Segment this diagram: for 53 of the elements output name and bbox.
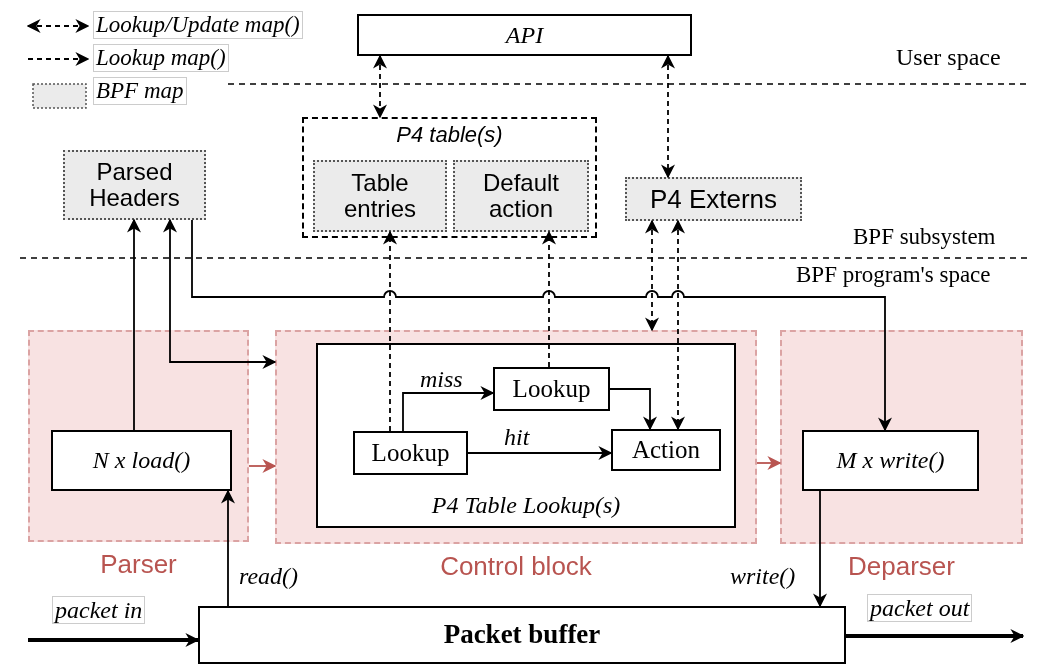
arrow	[373, 54, 387, 119]
arrow	[191, 219, 892, 432]
node-label: Action	[630, 436, 701, 464]
arrow	[542, 230, 556, 368]
node-label: Lookup	[511, 375, 592, 403]
stage-label: Parser	[99, 550, 178, 579]
node-label: Default action	[481, 169, 560, 223]
edge-label: packet out	[867, 594, 973, 623]
process-box	[493, 367, 610, 411]
group-title: P4 table(s)	[396, 123, 503, 148]
node-label: Table entries	[342, 169, 417, 223]
arrow	[163, 218, 277, 369]
arrow	[467, 446, 613, 460]
region-label: BPF program's space	[796, 262, 991, 288]
node-label: M x write()	[835, 447, 946, 474]
node-label: Packet buffer	[442, 620, 602, 650]
node-label: API	[503, 21, 545, 49]
legend-label: Lookup map()	[93, 44, 229, 73]
region-label: BPF subsystem	[853, 224, 996, 250]
arrow	[248, 459, 277, 473]
node-label: P4 Externs	[648, 184, 779, 214]
node-label: N x load()	[91, 447, 192, 474]
arrow	[645, 219, 659, 332]
edge-label: packet in	[52, 596, 146, 625]
region-label: User space	[896, 44, 1001, 71]
bpf-map-box	[63, 150, 206, 220]
lookup-container-box	[316, 343, 736, 528]
buffer-box	[198, 606, 846, 664]
arrow	[402, 386, 495, 432]
arrow	[28, 633, 200, 647]
process-box	[353, 431, 468, 475]
group-title: P4 Table Lookup(s)	[431, 491, 621, 518]
arrow	[756, 456, 782, 470]
table-group-box	[302, 117, 597, 238]
process-box	[611, 429, 721, 471]
bpf-map-box	[625, 177, 802, 221]
bpf-map-box	[453, 160, 589, 232]
arrow	[221, 489, 235, 607]
legend-label: BPF map	[93, 77, 187, 106]
arrow	[609, 388, 657, 431]
arrow	[671, 219, 685, 431]
api-box	[357, 14, 692, 56]
bpf-map-box	[313, 160, 447, 232]
arrow	[127, 218, 141, 431]
node-label: Lookup	[370, 439, 451, 467]
arrow	[846, 629, 1025, 643]
process-box	[51, 430, 232, 491]
legend-label: Lookup/Update map()	[93, 11, 303, 40]
arrow	[813, 490, 827, 608]
arrow	[383, 230, 397, 432]
node-label: Parsed Headers	[88, 158, 181, 212]
process-box	[802, 430, 979, 491]
arrow	[661, 54, 675, 179]
